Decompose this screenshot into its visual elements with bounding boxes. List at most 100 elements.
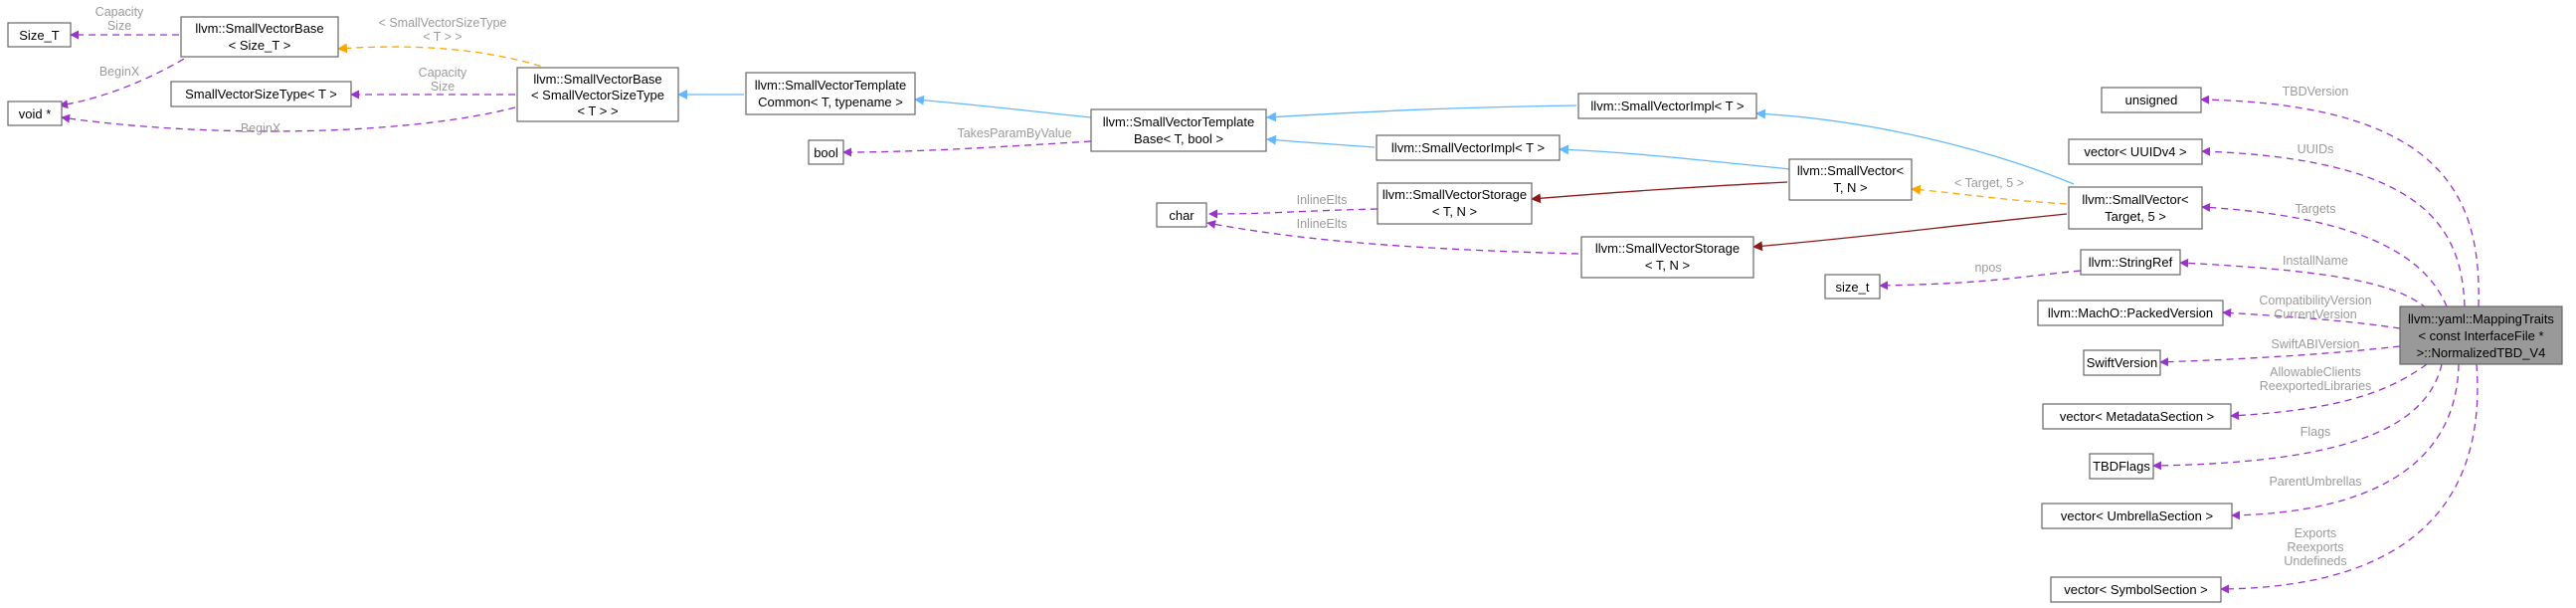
node-smallvectorstorage-1[interactable]: llvm::SmallVectorStorage < T, N > — [1377, 182, 1533, 225]
node-bool[interactable]: bool — [808, 139, 844, 165]
edge-inherit-svtb — [914, 95, 1092, 118]
label-inline-elts-2: InlineElts — [1297, 217, 1348, 231]
svg-text:llvm::SmallVectorBase: llvm::SmallVectorBase — [533, 72, 661, 87]
edge-inherit-svimpl-1 — [1266, 104, 1577, 122]
node-smallvectorbase-sizetype[interactable]: llvm::SmallVectorBase < SmallVectorSizeT… — [516, 67, 679, 122]
node-char[interactable]: char — [1156, 202, 1207, 228]
edge-inherit-target-impl — [1755, 108, 2075, 185]
node-vector-uuidv4[interactable]: vector< UUIDv4 > — [2068, 138, 2203, 165]
node-smallvector-target[interactable]: llvm::SmallVector< Target, 5 > — [2068, 186, 2203, 230]
label-beginx-1: BeginX — [99, 65, 140, 79]
node-void-ptr[interactable]: void * — [7, 101, 63, 126]
node-stringref[interactable]: llvm::StringRef — [2080, 249, 2181, 276]
label-installname: InstallName — [2283, 254, 2348, 268]
svg-text:< T, N >: < T, N > — [1645, 258, 1690, 273]
svg-text:llvm::SmallVectorImpl< T >: llvm::SmallVectorImpl< T > — [1590, 99, 1744, 113]
label-flags: Flags — [2300, 425, 2331, 439]
label-npos: npos — [1974, 261, 2001, 275]
edge-private-smallvector-storage — [1531, 181, 1788, 204]
svg-text:Size_T: Size_T — [19, 28, 60, 43]
edge-targets — [2201, 202, 2448, 307]
svg-text:vector< UUIDv4 >: vector< UUIDv4 > — [2084, 144, 2186, 159]
edge-private-target-storage — [1752, 213, 2068, 252]
svg-text:< const InterfaceFile *: < const InterfaceFile * — [2418, 328, 2543, 343]
node-normalizedtbd-v4[interactable]: llvm::yaml::MappingTraits < const Interf… — [2399, 305, 2563, 365]
node-unsigned[interactable]: unsigned — [2101, 87, 2202, 113]
node-smallvectorsizetype[interactable]: SmallVectorSizeType< T > — [170, 81, 352, 107]
label-tbdversion: TBDVersion — [2283, 85, 2349, 99]
node-swiftversion[interactable]: SwiftVersion — [2083, 349, 2161, 376]
svg-text:T, N >: T, N > — [1833, 180, 1867, 195]
svg-text:< T, N >: < T, N > — [1432, 204, 1477, 219]
svg-text:llvm::SmallVectorStorage: llvm::SmallVectorStorage — [1595, 241, 1740, 256]
node-vector-metadatasection[interactable]: vector< MetadataSection > — [2042, 403, 2232, 430]
node-smallvector-t-n[interactable]: llvm::SmallVector< T, N > — [1788, 158, 1913, 201]
edge-swiftabi — [2159, 345, 2401, 367]
svg-text:vector< SymbolSection >: vector< SymbolSection > — [2064, 582, 2208, 597]
edge-inline-elts-2 — [1206, 220, 1579, 255]
svg-text:llvm::SmallVectorImpl< T >: llvm::SmallVectorImpl< T > — [1391, 140, 1545, 155]
node-smallvectorstorage-2[interactable]: llvm::SmallVectorStorage < T, N > — [1580, 236, 1754, 279]
svg-text:vector< UmbrellaSection >: vector< UmbrellaSection > — [2061, 508, 2213, 523]
svg-text:unsigned: unsigned — [2125, 93, 2178, 107]
edge-uuids — [2201, 146, 2466, 307]
svg-text:TBDFlags: TBDFlags — [2093, 459, 2150, 474]
edge-template-target — [1911, 184, 2068, 205]
svg-text:llvm::yaml::MappingTraits: llvm::yaml::MappingTraits — [2408, 311, 2554, 326]
edge-parent-umbrellas — [2231, 363, 2460, 520]
edge-installname — [2179, 258, 2428, 309]
svg-text:SmallVectorSizeType< T >: SmallVectorSizeType< T > — [185, 87, 337, 101]
node-vector-symbolsection[interactable]: vector< SymbolSection > — [2050, 576, 2222, 603]
label-inline-elts-1: InlineElts — [1297, 193, 1348, 207]
svg-text:llvm::SmallVectorTemplate: llvm::SmallVectorTemplate — [755, 78, 906, 93]
node-vector-umbrellasection[interactable]: vector< UmbrellaSection > — [2041, 503, 2233, 529]
svg-text:void *: void * — [19, 106, 52, 121]
svg-text:llvm::StringRef: llvm::StringRef — [2089, 255, 2173, 270]
svg-text:Base< T, bool >: Base< T, bool > — [1134, 131, 1223, 146]
svg-text:>::NormalizedTBD_V4: >::NormalizedTBD_V4 — [2417, 345, 2546, 360]
svg-text:bool: bool — [814, 145, 838, 160]
label-beginx-2: BeginX — [241, 121, 281, 135]
node-smallvectortemplatebase[interactable]: llvm::SmallVectorTemplate Base< T, bool … — [1090, 108, 1267, 152]
node-smallvectorimpl-2[interactable]: llvm::SmallVectorImpl< T > — [1376, 134, 1561, 161]
svg-text:llvm::SmallVector<: llvm::SmallVector< — [2082, 192, 2188, 207]
edge-template-sizetype — [337, 43, 553, 71]
edge-flags — [2152, 363, 2443, 471]
svg-text:llvm::MachO::PackedVersion: llvm::MachO::PackedVersion — [2048, 305, 2213, 320]
node-packedversion[interactable]: llvm::MachO::PackedVersion — [2037, 300, 2224, 326]
edge-allowable-reexported — [2230, 363, 2428, 421]
node-size-t-small[interactable]: size_t — [1824, 274, 1881, 300]
label-takes-param: TakesParamByValue — [957, 126, 1071, 140]
svg-text:< Size_T >: < Size_T > — [229, 38, 291, 53]
node-smallvectorbase-size-t[interactable]: llvm::SmallVectorBase < Size_T > — [180, 16, 339, 58]
node-size-t-cap[interactable]: Size_T — [7, 22, 72, 48]
edge-inherit-smallvector-impl — [1559, 144, 1791, 170]
svg-text:llvm::SmallVectorBase: llvm::SmallVectorBase — [195, 21, 323, 36]
svg-text:Common< T, typename >: Common< T, typename > — [758, 95, 903, 109]
edge-beginx-2 — [61, 106, 516, 132]
edge-takes-param — [842, 140, 1092, 157]
node-smallvectorimpl-1[interactable]: llvm::SmallVectorImpl< T > — [1577, 93, 1757, 119]
label-parent-umbrellas: ParentUmbrellas — [2269, 475, 2361, 489]
edge-tbdversion — [2200, 95, 2480, 307]
edge-inline-elts-1 — [1208, 208, 1379, 219]
svg-text:llvm::SmallVector<: llvm::SmallVector< — [1797, 163, 1904, 178]
svg-text:< T > >: < T > > — [577, 103, 618, 118]
svg-text:< SmallVectorSizeType: < SmallVectorSizeType — [531, 88, 664, 102]
svg-text:size_t: size_t — [1836, 280, 1870, 295]
svg-text:vector< MetadataSection >: vector< MetadataSection > — [2060, 409, 2214, 424]
svg-text:Target, 5 >: Target, 5 > — [2105, 209, 2166, 224]
node-smallvectortemplatecommon[interactable]: llvm::SmallVectorTemplate Common< T, typ… — [745, 72, 916, 115]
edge-beginx-1 — [59, 52, 195, 109]
label-swiftabi: SwiftABIVersion — [2272, 337, 2360, 351]
svg-text:char: char — [1169, 208, 1195, 223]
label-uuids: UUIDs — [2298, 142, 2334, 156]
svg-text:SwiftVersion: SwiftVersion — [2087, 355, 2158, 370]
node-tbdflags[interactable]: TBDFlags — [2089, 453, 2154, 480]
